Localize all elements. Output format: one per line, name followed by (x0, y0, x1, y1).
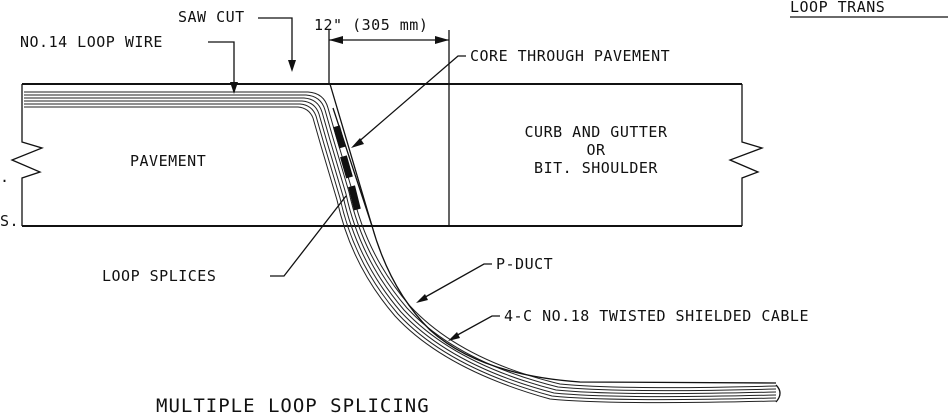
splice-3 (348, 185, 361, 211)
curb-label-line1: CURB AND GUTTER (525, 123, 668, 141)
cable-end (775, 384, 781, 403)
curb-label-line2: OR (586, 141, 606, 159)
right-break-line (728, 84, 765, 226)
p-duct-arrow (416, 294, 428, 303)
core-arrow (351, 138, 364, 148)
saw-cut-arrow (288, 60, 296, 72)
dim-arrow-right (435, 36, 449, 44)
p-duct-label: P-DUCT (496, 255, 553, 273)
core-leader (355, 55, 466, 145)
p-duct-leader (419, 263, 492, 301)
loop-splices (333, 125, 361, 211)
loop-wire-arrow (230, 82, 238, 94)
cable-label: 4-C NO.18 TWISTED SHIELDED CABLE (504, 307, 809, 325)
core-cut (329, 83, 373, 227)
loop-wire-leader (208, 41, 235, 90)
wire-6 (24, 106, 777, 404)
splices-leader (270, 195, 347, 277)
diagram-title: MULTIPLE LOOP SPLICING (156, 395, 430, 414)
leaders (208, 17, 500, 341)
dimension-label: 12" (305 mm) (314, 16, 428, 34)
dimension-12in (328, 30, 450, 84)
cable-arrow (448, 332, 460, 341)
dim-arrow-left (329, 36, 343, 44)
cable-leader (451, 315, 500, 339)
p-duct-outline (332, 107, 777, 384)
wire-5 (24, 103, 777, 401)
loop-splices-label: LOOP SPLICES (102, 267, 216, 285)
loop-trans-label: LOOP TRANS (790, 0, 885, 16)
core-cut-line (329, 83, 373, 227)
left-fragment-2: S. (0, 212, 19, 230)
pavement-slab (10, 83, 765, 227)
wire-3 (24, 97, 777, 395)
pavement-label: PAVEMENT (130, 152, 206, 170)
saw-cut-label: SAW CUT (178, 8, 245, 26)
wire-1 (24, 91, 777, 389)
loop-wire-label: NO.14 LOOP WIRE (20, 33, 163, 51)
left-break-line (10, 84, 44, 226)
saw-cut-leader (258, 17, 293, 60)
wire-4 (24, 100, 777, 398)
splice-1 (333, 125, 346, 149)
splice-2 (340, 155, 353, 179)
left-fragment-1: . (0, 168, 10, 186)
curb-label-line3: BIT. SHOULDER (534, 159, 658, 177)
core-label: CORE THROUGH PAVEMENT (470, 47, 670, 65)
